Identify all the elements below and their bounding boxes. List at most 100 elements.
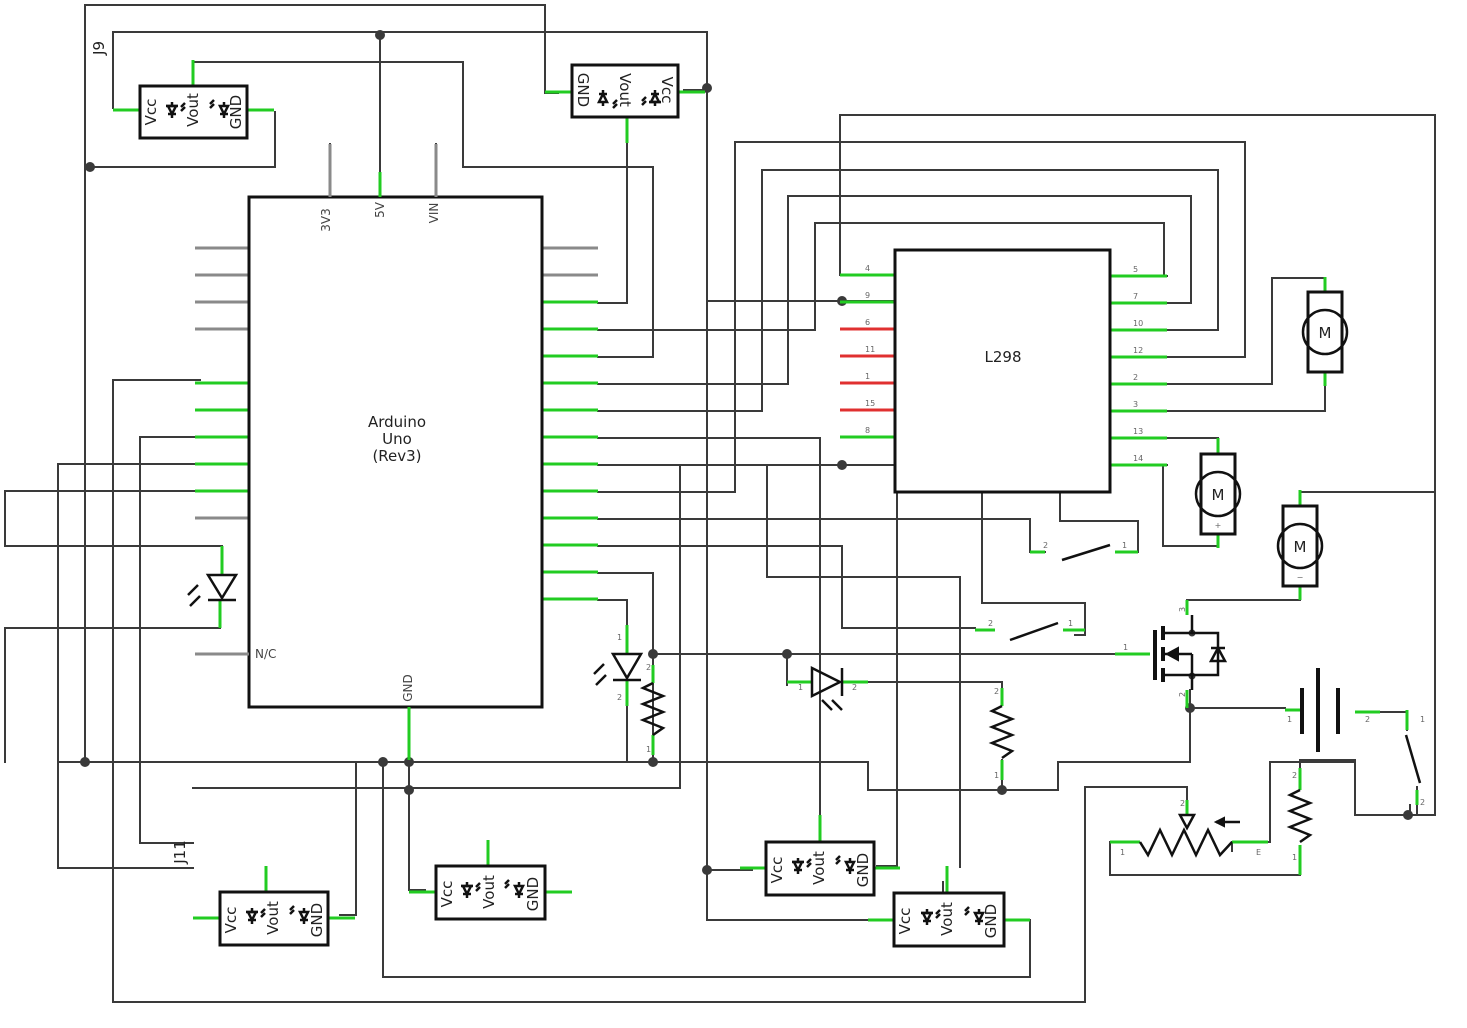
led-d13-pin-2: 2	[617, 693, 622, 702]
motor-2-plus: +	[1215, 521, 1222, 530]
l298-title: L298	[985, 348, 1022, 366]
arduino-title-line2: Uno	[382, 430, 412, 448]
battery: 1 2	[1285, 668, 1380, 752]
motor-1: M	[1301, 277, 1349, 386]
junction-dots	[80, 30, 1413, 875]
sensor-j9-vcc: Vcc	[142, 99, 160, 126]
switch-3: 1 2	[1404, 710, 1425, 807]
pin-gnd: GND	[401, 674, 415, 702]
led-d13-pin-1: 1	[617, 633, 622, 642]
motor-1-label: M	[1319, 324, 1332, 342]
l298-pinnum-left-2: 6	[865, 318, 870, 327]
pot-pin-1: 1	[1120, 848, 1125, 857]
l298-pinnum-right-4: 2	[1133, 373, 1138, 382]
motor-3: M −	[1276, 490, 1324, 600]
sensor-b4-vcc: Vcc	[896, 908, 914, 935]
pin-3v3: 3V3	[319, 208, 333, 231]
ref-j9: J9	[90, 41, 108, 56]
sensor-j11: Vcc Vout GND J11	[171, 840, 355, 947]
ref-j11: J11	[171, 840, 189, 865]
led-center-pin-1: 1	[798, 683, 803, 692]
sensor-top-middle: GND Vout Vcc	[545, 63, 705, 143]
mosfet: 1 3 2	[1115, 600, 1228, 708]
l298-pinnum-right-0: 5	[1133, 265, 1138, 274]
sensor-j11-vcc: Vcc	[222, 907, 240, 934]
battery-pin-1: 1	[1287, 715, 1292, 724]
pot-pin-2: 2	[1180, 799, 1185, 808]
switch-3-pin-1: 1	[1420, 715, 1425, 724]
arduino-body	[247, 195, 544, 709]
sensor-top-gnd: GND	[574, 73, 592, 107]
pin-5v: 5V	[373, 201, 387, 218]
photodiode-left	[187, 546, 239, 628]
wires	[4, 4, 1436, 1003]
resistor-3-pin-2: 2	[1292, 771, 1297, 780]
l298-driver: VS4VLS9ENA6ENB11CSA1CSB15GND8 IN15IN27IN…	[840, 248, 1167, 494]
l298-pinnum-left-0: 4	[865, 264, 870, 273]
potentiometer: 1 E 2	[1110, 799, 1268, 858]
switch-3-pin-2: 2	[1420, 798, 1425, 807]
sensor-j9-vout: Vout	[184, 93, 202, 127]
sensor-bottom-4: Vcc Vout GND	[868, 866, 1030, 948]
l298-pinnum-right-5: 3	[1133, 400, 1138, 409]
arduino-nc-pin: N/C	[195, 647, 276, 661]
sensor-b3-vcc: Vcc	[768, 857, 786, 884]
resistor-2: 2 1	[988, 687, 1016, 780]
led-d13: 1 2	[593, 625, 644, 706]
resistor-1: 2 1	[639, 663, 667, 755]
sensor-b2-vout: Vout	[480, 875, 498, 909]
motor-2-label: M	[1212, 486, 1225, 504]
resistor-2-pin-2: 2	[994, 687, 999, 696]
arduino-title-line1: Arduino	[368, 413, 426, 431]
sensor-b2-gnd: GND	[524, 877, 542, 911]
l298-pinnum-left-3: 11	[865, 345, 875, 354]
resistor-1-pin-1: 1	[646, 745, 651, 754]
resistor-1-pin-2: 2	[646, 663, 651, 672]
pin-nc: N/C	[255, 647, 276, 661]
l298-pinnum-left-5: 15	[865, 399, 875, 408]
sensor-top-vcc: Vcc	[658, 77, 676, 104]
switch-2-pin-2: 2	[988, 619, 993, 628]
arduino-title-line3: (Rev3)	[372, 447, 421, 465]
l298-pinnum-right-6: 13	[1133, 427, 1143, 436]
motor-3-minus: −	[1297, 573, 1304, 582]
l298-pinnum-right-2: 10	[1133, 319, 1143, 328]
mosfet-pin-3: 3	[1178, 607, 1187, 612]
sensor-j11-vout: Vout	[264, 901, 282, 935]
l298-body	[893, 248, 1112, 494]
sensor-b3-vout: Vout	[810, 851, 828, 885]
sensor-b3-gnd: GND	[854, 853, 872, 887]
l298-pinnum-right-3: 12	[1133, 346, 1143, 355]
resistor-2-pin-1: 1	[994, 771, 999, 780]
battery-pin-2: 2	[1365, 715, 1370, 724]
mosfet-pin-2: 2	[1178, 692, 1187, 697]
switch-2-pin-1: 1	[1068, 619, 1073, 628]
pot-pin-e: E	[1256, 848, 1261, 857]
sensor-b4-vout: Vout	[938, 902, 956, 936]
led-center: 1 2	[787, 665, 868, 711]
l298-pinnum-left-1: 9	[865, 291, 870, 300]
switch-2: 2 1	[975, 619, 1085, 642]
l298-pinnum-right-1: 7	[1133, 292, 1138, 301]
motor-2: M +	[1194, 438, 1242, 548]
sensor-b2-vcc: Vcc	[438, 881, 456, 908]
resistor-3-pin-1: 1	[1292, 853, 1297, 862]
sensor-j9: Vcc Vout GND J9	[90, 41, 274, 140]
led-center-pin-2: 2	[852, 683, 857, 692]
sensor-j11-gnd: GND	[308, 903, 326, 937]
switch-1: 2 1	[1030, 541, 1138, 562]
sensor-bottom-2: Vcc Vout GND	[409, 840, 572, 921]
pin-vin: VIN	[427, 203, 441, 224]
mosfet-pin-1: 1	[1123, 643, 1128, 652]
sensor-j9-gnd: GND	[227, 95, 245, 129]
l298-pinnum-left-6: 8	[865, 426, 870, 435]
switch-1-pin-2: 2	[1043, 541, 1048, 550]
motor-3-label: M	[1294, 538, 1307, 556]
sensor-bottom-3: Vcc Vout GND	[740, 815, 900, 897]
resistor-3: 2 1	[1286, 768, 1314, 875]
sensor-b4-gnd: GND	[982, 904, 1000, 938]
arduino-uno: RESETRESET2AREFiorefA0A1A2A3A4/SDAA5/SCL…	[195, 144, 598, 760]
l298-pinnum-right-7: 14	[1133, 454, 1143, 463]
switch-1-pin-1: 1	[1122, 541, 1127, 550]
